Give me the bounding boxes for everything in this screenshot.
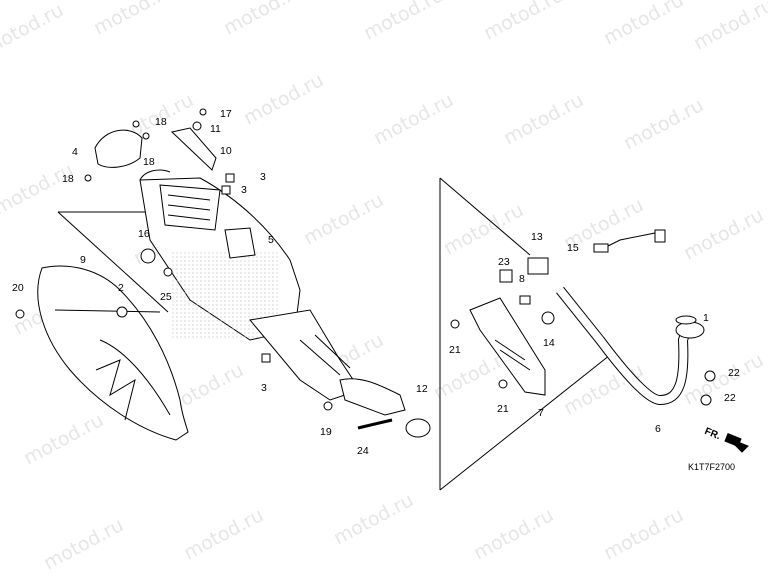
front-arrow-shaft [724, 433, 742, 447]
muffler-bracket-part [170, 127, 217, 171]
callout-23: 23 [498, 256, 510, 268]
callout-6: 6 [655, 423, 661, 435]
heat-shield-part [37, 265, 189, 441]
clip-part [519, 295, 531, 305]
callout-19: 19 [320, 426, 332, 438]
screw-part [84, 174, 92, 182]
callout-17: 17 [220, 108, 232, 120]
leader-line [54, 309, 161, 313]
callout-24: 24 [357, 445, 369, 457]
nut-part [132, 120, 140, 128]
leader-line [57, 211, 169, 313]
grommet-part [15, 309, 25, 319]
callout-21: 21 [449, 344, 461, 356]
diagram-code: K1T7F2700 [688, 462, 736, 472]
callout-3: 3 [241, 184, 247, 196]
callout-1: 1 [703, 312, 709, 324]
muffler-cover-part [94, 129, 143, 168]
callout-5: 5 [268, 234, 274, 246]
bolt-part [450, 319, 460, 329]
bolt-part [323, 401, 333, 411]
callout-3: 3 [260, 171, 266, 183]
callout-4: 4 [72, 146, 78, 158]
callout-12: 12 [416, 383, 428, 395]
callout-14: 14 [543, 337, 555, 349]
band-part [541, 311, 555, 325]
nut-part [142, 132, 150, 140]
washer-part [116, 306, 128, 318]
bolt-part [163, 267, 173, 277]
nut-part [704, 370, 716, 382]
callout-9: 9 [80, 254, 86, 266]
clamp-part [405, 418, 431, 438]
label-part [499, 269, 513, 283]
nut-part [192, 121, 202, 131]
callout-21: 21 [497, 403, 509, 415]
callout-8: 8 [519, 273, 525, 285]
exhaust-pipe-part [556, 229, 705, 406]
sensor-part [593, 243, 609, 253]
callout-18: 18 [155, 116, 167, 128]
callout-10: 10 [220, 145, 232, 157]
nut-part [700, 394, 712, 406]
clip-part [221, 185, 231, 195]
leader-line [439, 177, 531, 256]
callout-15: 15 [567, 242, 579, 254]
callout-25: 25 [160, 291, 172, 303]
bolt-part [199, 108, 207, 116]
collar-part [140, 248, 156, 264]
pipe-protector-part [469, 297, 546, 396]
clip-part [261, 353, 271, 363]
pipe-protector-detail [494, 339, 531, 371]
callout-7: 7 [538, 407, 544, 419]
callout-16: 16 [138, 228, 150, 240]
bolt-part [498, 379, 508, 389]
callout-18: 18 [62, 173, 74, 185]
muffler-part [139, 169, 406, 416]
callout-11: 11 [210, 123, 221, 135]
gasket-part [675, 315, 697, 325]
callout-3: 3 [261, 382, 267, 394]
callout-22: 22 [728, 367, 740, 379]
joint-collar-part [527, 257, 549, 275]
callout-13: 13 [531, 231, 543, 243]
callout-2: 2 [118, 282, 124, 294]
leader-line [439, 354, 611, 491]
callout-20: 20 [12, 282, 24, 294]
bolt-part [357, 418, 393, 430]
callout-22: 22 [724, 392, 736, 404]
callout-18: 18 [143, 156, 155, 168]
clip-part [225, 173, 235, 183]
